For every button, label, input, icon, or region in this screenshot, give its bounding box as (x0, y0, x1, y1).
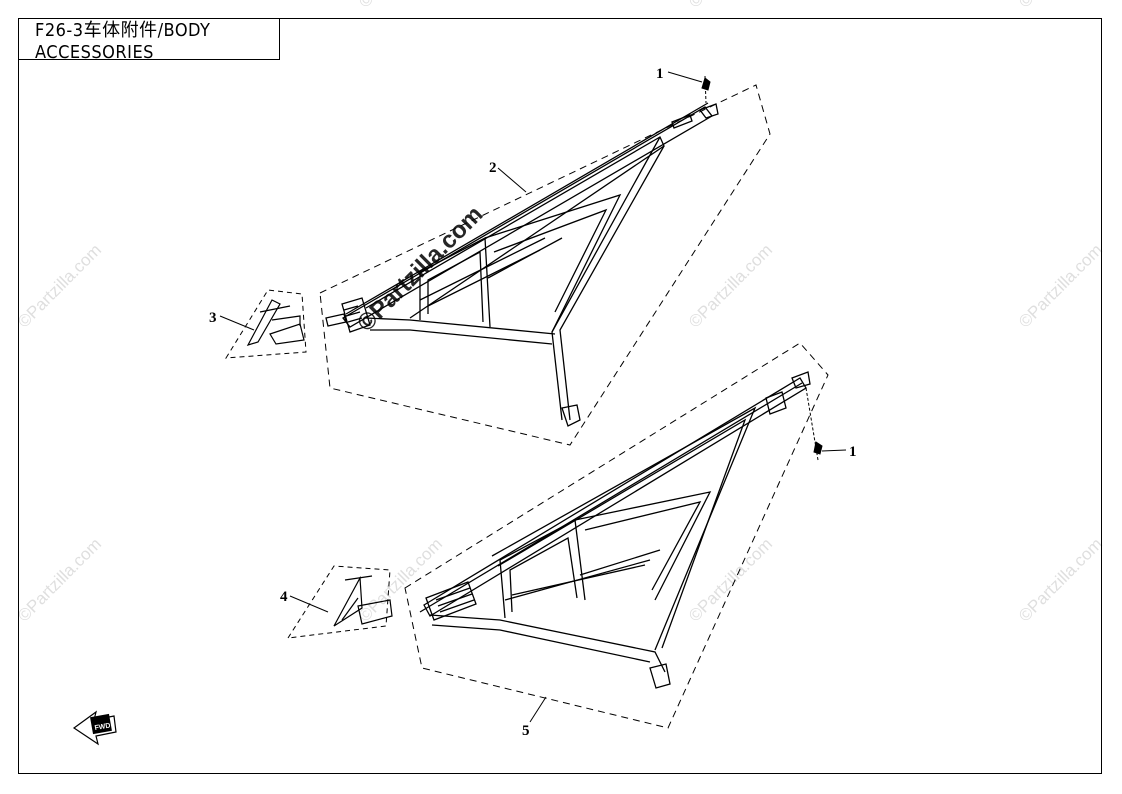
callout-4: 4 (280, 589, 288, 605)
part-5-door-frame (419, 371, 811, 689)
part-1-bolt-upper (701, 75, 711, 104)
fwd-label: FWD (94, 722, 111, 732)
fwd-arrow-icon (72, 710, 117, 746)
diagram-frame (18, 18, 1102, 774)
callout-3: 3 (209, 310, 217, 326)
callout-1-lower: 1 (849, 444, 857, 460)
part-3-handle (246, 299, 305, 346)
callout-5: 5 (522, 723, 530, 739)
callout-1-upper: 1 (656, 66, 664, 82)
callout-2: 2 (489, 160, 497, 176)
part-2-door-frame (325, 102, 719, 427)
part-1-bolt-lower (805, 387, 823, 461)
part-2-dashed-outline (319, 84, 771, 446)
part-4-dashed-outline (287, 565, 391, 639)
diagram-title: F26-3车体附件/BODY ACCESSORIES (18, 18, 280, 63)
part-5-dashed-outline (404, 342, 829, 729)
part-4-handle (333, 575, 393, 627)
part-3-dashed-outline (225, 289, 307, 359)
